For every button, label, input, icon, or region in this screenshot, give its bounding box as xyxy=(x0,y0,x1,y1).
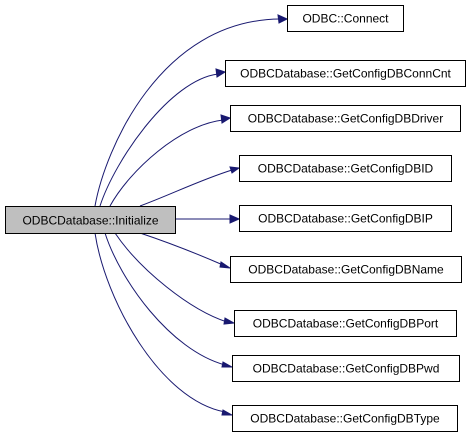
node-box xyxy=(230,105,461,132)
arrowhead-icon xyxy=(219,261,231,269)
node-label: ODBC::Connect xyxy=(302,12,389,26)
node-root-initialize[interactable]: ODBCDatabase::Initialize xyxy=(5,206,176,234)
arrowhead-icon xyxy=(221,361,234,368)
call-edge-8 xyxy=(94,232,226,413)
node-root-label: ODBCDatabase::Initialize xyxy=(22,214,158,228)
callee-nodes: ODBC::ConnectODBCDatabase::GetConfigDBCo… xyxy=(225,5,466,432)
node-box xyxy=(225,60,466,87)
arrowhead-icon xyxy=(223,317,236,325)
arrowhead-icon xyxy=(220,114,232,124)
node-box xyxy=(230,256,462,283)
arrowhead-icon xyxy=(215,68,227,78)
node-box xyxy=(234,310,457,337)
node-label: ODBCDatabase::GetConfigDBPort xyxy=(253,317,439,331)
arrowhead-icon xyxy=(277,14,289,24)
node-callee-1[interactable]: ODBCDatabase::GetConfigDBConnCnt xyxy=(225,60,466,87)
node-label: ODBCDatabase::GetConfigDBName xyxy=(248,263,444,277)
node-callee-0[interactable]: ODBC::Connect xyxy=(287,5,404,32)
call-edge-6 xyxy=(114,232,228,323)
node-box xyxy=(287,5,404,32)
call-edge-7 xyxy=(104,232,226,366)
node-label: ODBCDatabase::GetConfigDBPwd xyxy=(253,362,440,376)
node-label: ODBCDatabase::GetConfigDBType xyxy=(250,412,440,426)
node-label: ODBCDatabase::GetConfigDBDriver xyxy=(248,112,443,126)
node-callee-2[interactable]: ODBCDatabase::GetConfigDBDriver xyxy=(230,105,461,132)
call-edges xyxy=(94,14,289,416)
node-box xyxy=(239,205,452,232)
call-edge-5 xyxy=(139,232,224,266)
node-label: ODBCDatabase::GetConfigDBConnCnt xyxy=(240,67,451,81)
call-edge-1 xyxy=(99,73,219,207)
node-callee-7[interactable]: ODBCDatabase::GetConfigDBPwd xyxy=(232,355,460,382)
arrowhead-icon xyxy=(221,409,234,416)
call-edge-3 xyxy=(139,169,233,207)
node-callee-6[interactable]: ODBCDatabase::GetConfigDBPort xyxy=(234,310,457,337)
node-box xyxy=(232,355,460,382)
node-callee-3[interactable]: ODBCDatabase::GetConfigDBID xyxy=(239,155,452,182)
node-box xyxy=(239,155,452,182)
node-box xyxy=(232,405,458,432)
call-edge-2 xyxy=(109,119,224,207)
node-root-box xyxy=(5,206,176,234)
node-callee-4[interactable]: ODBCDatabase::GetConfigDBIP xyxy=(239,205,452,232)
call-edge-0 xyxy=(94,18,281,207)
node-label: ODBCDatabase::GetConfigDBIP xyxy=(258,212,433,226)
node-callee-5[interactable]: ODBCDatabase::GetConfigDBName xyxy=(230,256,462,283)
node-callee-8[interactable]: ODBCDatabase::GetConfigDBType xyxy=(232,405,458,432)
node-label: ODBCDatabase::GetConfigDBID xyxy=(258,162,434,176)
arrowhead-icon xyxy=(229,166,241,174)
arrowhead-icon xyxy=(229,214,241,224)
